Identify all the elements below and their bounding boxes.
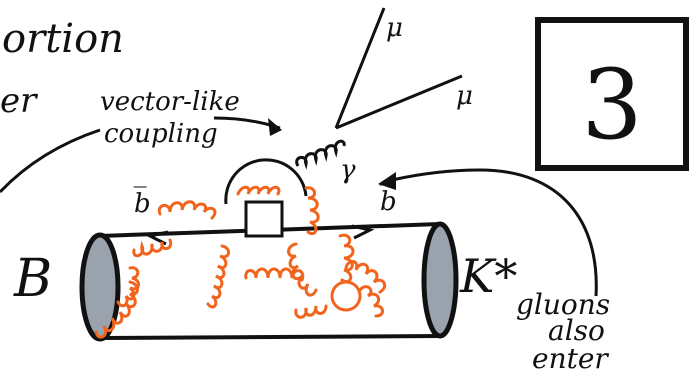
gluon-loop-top <box>238 187 279 194</box>
b-bar-left-label: b̅ <box>134 186 151 219</box>
mu-top-label: μ <box>386 13 403 43</box>
loop-vertex-box <box>246 202 282 236</box>
box-number: 3 <box>581 49 642 161</box>
gluon-center-right <box>289 244 317 295</box>
loop-semicircle <box>226 160 306 204</box>
gluon-right-cluster <box>340 235 353 281</box>
mu-right-label: μ <box>456 81 473 111</box>
left-fragment: er <box>0 81 38 121</box>
title-fragment: ortion <box>2 16 124 62</box>
gamma-label: γ <box>340 155 356 185</box>
K-star-label: K* <box>459 249 517 303</box>
B-meson-label: B <box>13 249 52 309</box>
gluon-left-arc <box>159 202 215 218</box>
coupling-label: coupling <box>104 119 218 149</box>
gluon-bottom-right <box>296 306 326 317</box>
gluon-small-loop <box>332 282 360 310</box>
left-annotation-curve <box>0 130 100 192</box>
enter-label: enter <box>532 342 609 375</box>
photon-coil <box>297 141 345 166</box>
gluon-center-vertical <box>208 246 229 307</box>
vector-like-label: vector-like <box>100 87 240 117</box>
cylinder-right-cap <box>424 224 456 336</box>
cylinder-bottom-edge <box>100 336 440 338</box>
